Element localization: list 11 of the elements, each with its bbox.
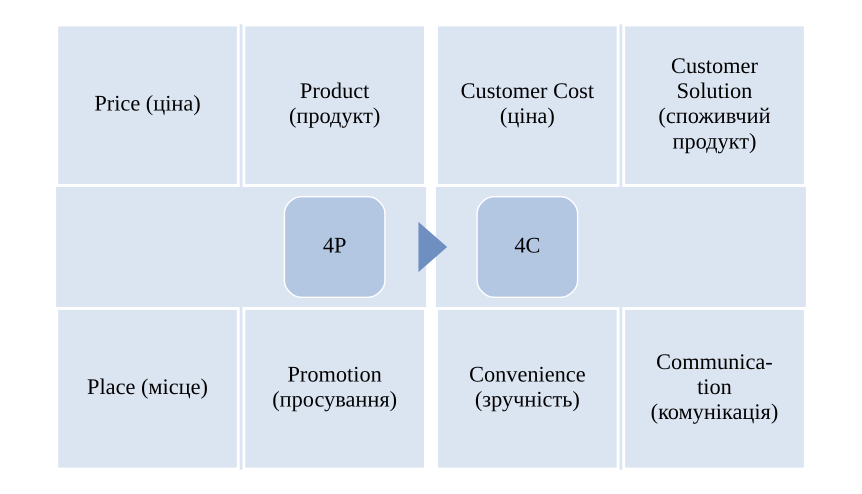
node-box: 4C [476,196,578,298]
node-box: Communica- tion (комунікація) [622,307,807,470]
node-box: Price (ціна) [55,24,240,187]
node-box: Product (продукт) [242,24,427,187]
node-box: Place (місце) [55,307,240,470]
node-box: Promotion (просування) [242,307,427,470]
node-box: 4P [284,196,386,298]
node-box: Customer Solution (споживчий продукт) [622,24,807,187]
node-box: Customer Cost (ціна) [435,24,620,187]
node-box: Convenience (зручність) [435,307,620,470]
arrow [418,222,448,272]
